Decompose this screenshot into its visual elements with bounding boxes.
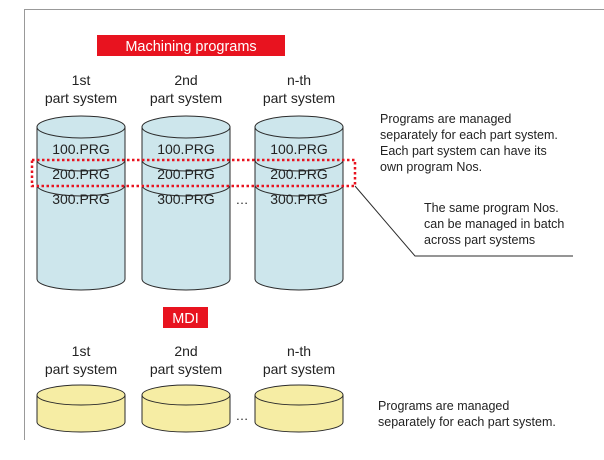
system-label-n: part system bbox=[263, 90, 335, 106]
mdi-badge bbox=[163, 307, 208, 328]
mdi-storage-cylinder-2 bbox=[141, 384, 231, 433]
machining-note-line-2: separately for each part system. bbox=[380, 128, 558, 142]
machining-note-line-4: own program Nos. bbox=[380, 160, 482, 174]
ellipsis-more-systems: … bbox=[236, 192, 249, 207]
program-file-label: 300.PRG bbox=[52, 191, 110, 207]
callout-line-3: across part systems bbox=[424, 233, 535, 247]
mdi-badge-text: MDI bbox=[172, 311, 199, 327]
mdi-ellipsis-more-systems: … bbox=[236, 408, 249, 423]
mdi-system-ordinal-1: 1st bbox=[72, 343, 91, 359]
program-file-label: 300.PRG bbox=[270, 191, 328, 207]
program-file-label: 100.PRG bbox=[52, 141, 110, 157]
program-storage-cylinder-1: 100.PRG 200.PRG 300.PRG bbox=[36, 115, 126, 291]
mdi-section: MDI 1st part system 2nd part system n-th… bbox=[36, 307, 556, 433]
mdi-system-label-n: part system bbox=[263, 361, 335, 377]
program-file-label: 300.PRG bbox=[157, 191, 215, 207]
program-storage-cylinder-2: 100.PRG 200.PRG 300.PRG bbox=[141, 115, 231, 291]
machining-note-line-3: Each part system can have its bbox=[380, 144, 547, 158]
program-file-label: 100.PRG bbox=[270, 141, 328, 157]
system-ordinal-2: 2nd bbox=[174, 72, 197, 88]
system-label-1: part system bbox=[45, 90, 117, 106]
machining-programs-section: Machining programs 1st part system 2nd p… bbox=[30, 35, 573, 291]
mdi-system-ordinal-n: n-th bbox=[287, 343, 311, 359]
program-file-label: 200.PRG bbox=[157, 166, 215, 182]
mdi-system-label-2: part system bbox=[150, 361, 222, 377]
mdi-system-ordinal-2: 2nd bbox=[174, 343, 197, 359]
machining-programs-badge bbox=[97, 35, 285, 56]
mdi-storage-cylinder-1 bbox=[36, 384, 126, 433]
callout-leader-line bbox=[354, 185, 573, 257]
program-file-label: 100.PRG bbox=[157, 141, 215, 157]
mdi-note-line-2: separately for each part system. bbox=[378, 415, 556, 429]
machining-programs-badge-text: Machining programs bbox=[125, 39, 256, 55]
program-file-label: 200.PRG bbox=[52, 166, 110, 182]
program-file-label: 200.PRG bbox=[270, 166, 328, 182]
mdi-storage-cylinder-n bbox=[254, 384, 344, 433]
machining-note-line-1: Programs are managed bbox=[380, 112, 511, 126]
mdi-system-label-1: part system bbox=[45, 361, 117, 377]
same-program-highlight bbox=[30, 158, 357, 188]
callout-line-2: can be managed in batch bbox=[424, 217, 564, 231]
program-storage-cylinder-n: 100.PRG 200.PRG 300.PRG bbox=[254, 115, 344, 291]
system-label-2: part system bbox=[150, 90, 222, 106]
system-ordinal-1: 1st bbox=[72, 72, 91, 88]
callout-line-1: The same program Nos. bbox=[424, 201, 559, 215]
mdi-note-line-1: Programs are managed bbox=[378, 399, 509, 413]
system-ordinal-n: n-th bbox=[287, 72, 311, 88]
